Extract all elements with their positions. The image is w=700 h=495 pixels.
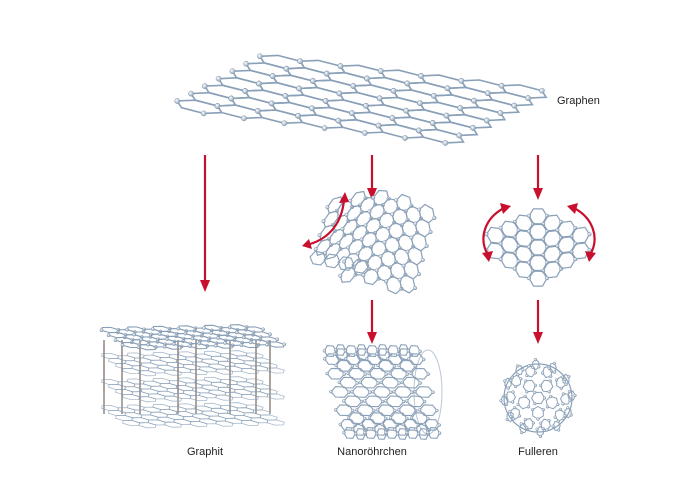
roll-curved-arrow (302, 192, 349, 249)
graphene-sheet (174, 53, 548, 146)
rolling-sheet (309, 189, 437, 295)
nanotube-structure (322, 344, 443, 440)
curve-left-arrow (482, 203, 511, 262)
label-graphen: Graphen (557, 95, 600, 107)
arrow-to-nanotube-roll (367, 155, 377, 200)
fullerene-ball (499, 357, 577, 439)
arrow-to-nanotube (367, 300, 377, 344)
label-graphit: Graphit (186, 446, 224, 458)
arrow-to-graphite (200, 155, 210, 292)
graphite-structure (99, 324, 287, 429)
curve-right-arrow (567, 203, 596, 262)
arrow-to-fullerene (533, 300, 543, 344)
label-fulleren: Fulleren (518, 446, 558, 458)
arrow-to-fullerene-curve (533, 155, 543, 200)
label-nanoroehrchen: Nanoröhrchen (337, 446, 407, 458)
curving-patch (484, 208, 592, 287)
